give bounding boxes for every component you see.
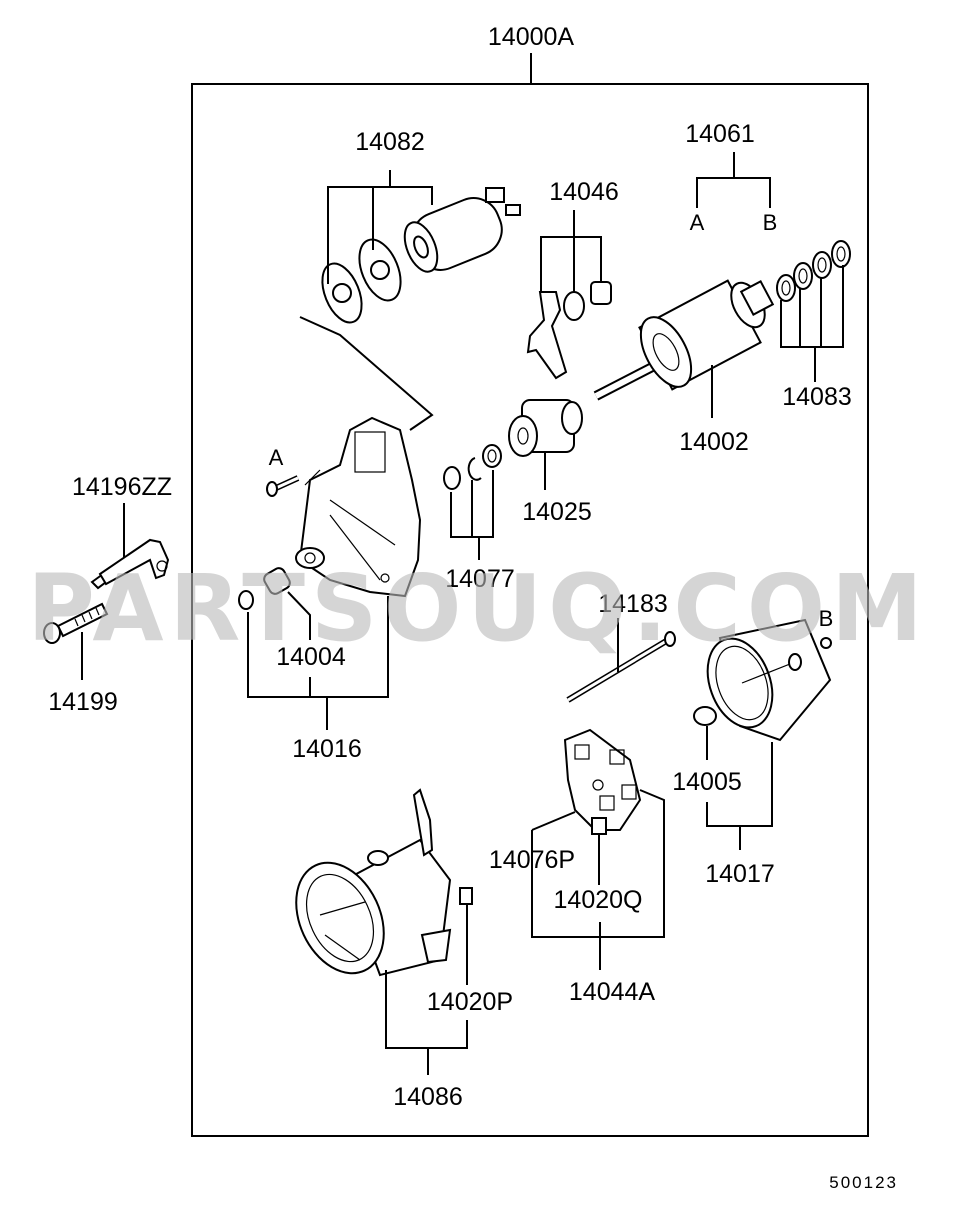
front-housing-drawing[interactable] bbox=[295, 416, 422, 598]
brush-holder-drawing[interactable] bbox=[563, 728, 642, 835]
watermark: PARTSOUQ.COM bbox=[27, 555, 928, 662]
label-armature-kit-a[interactable]: A bbox=[690, 210, 705, 235]
label-armature-kit[interactable]: 14061 bbox=[685, 120, 755, 148]
label-armature-kit-b[interactable]: B bbox=[763, 210, 778, 235]
label-armature[interactable]: 14002 bbox=[679, 428, 749, 456]
label-yoke-brush[interactable]: 14020P bbox=[427, 988, 513, 1016]
label-bolt[interactable]: 14199 bbox=[48, 688, 118, 716]
ring-set-drawing[interactable] bbox=[443, 444, 502, 490]
label-solenoid[interactable]: 14082 bbox=[355, 128, 425, 156]
washers-leader bbox=[780, 265, 844, 348]
washers-drawing[interactable] bbox=[776, 240, 851, 302]
label-brush[interactable]: 14020Q bbox=[554, 886, 643, 914]
brush-spring-leader bbox=[531, 811, 576, 831]
clutch-drawing[interactable] bbox=[508, 399, 583, 457]
assembly-label[interactable]: 14000A bbox=[488, 23, 575, 51]
armature-kit-leader bbox=[696, 177, 771, 208]
armature-drawing[interactable] bbox=[593, 277, 775, 401]
marker-b[interactable]: B bbox=[819, 606, 834, 631]
label-yoke[interactable]: 14086 bbox=[393, 1083, 463, 1111]
brush-holder-leader bbox=[531, 789, 665, 938]
label-washers[interactable]: 14083 bbox=[782, 383, 852, 411]
rear-bracket-drawing[interactable] bbox=[693, 618, 832, 742]
label-bracket[interactable]: 14196ZZ bbox=[72, 473, 172, 501]
label-through-bolt[interactable]: 14183 bbox=[598, 590, 668, 618]
front-bush-drawing[interactable] bbox=[238, 566, 292, 610]
label-clutch[interactable]: 14025 bbox=[522, 498, 592, 526]
lever-leader bbox=[540, 236, 602, 292]
label-front-bush[interactable]: 14004 bbox=[276, 643, 346, 671]
screw-a-drawing[interactable] bbox=[266, 475, 300, 497]
label-front-bracket[interactable]: 14016 bbox=[292, 735, 362, 763]
diagram-code: 500123 bbox=[829, 1173, 898, 1192]
lever-drawing[interactable] bbox=[526, 281, 612, 380]
label-lever-set[interactable]: 14046 bbox=[549, 178, 619, 206]
label-brush-holder[interactable]: 14044A bbox=[569, 978, 656, 1006]
solenoid-leader bbox=[327, 186, 433, 284]
yoke-leader bbox=[385, 970, 468, 1049]
screw-b-drawing[interactable] bbox=[820, 637, 832, 649]
label-rear-bush[interactable]: 14005 bbox=[672, 768, 742, 796]
bolt-drawing[interactable] bbox=[43, 602, 109, 644]
solenoid-drawing[interactable] bbox=[315, 187, 521, 328]
solenoid-to-housing-leader bbox=[299, 316, 434, 431]
bracket-drawing[interactable] bbox=[90, 538, 170, 590]
front-bush-leader bbox=[287, 591, 311, 640]
marker-a[interactable]: A bbox=[269, 445, 284, 470]
yoke-drawing[interactable] bbox=[279, 788, 473, 987]
label-rear-bracket[interactable]: 14017 bbox=[705, 860, 775, 888]
front-bracket-leader bbox=[247, 596, 389, 698]
label-ring-set[interactable]: 14077 bbox=[445, 565, 515, 593]
